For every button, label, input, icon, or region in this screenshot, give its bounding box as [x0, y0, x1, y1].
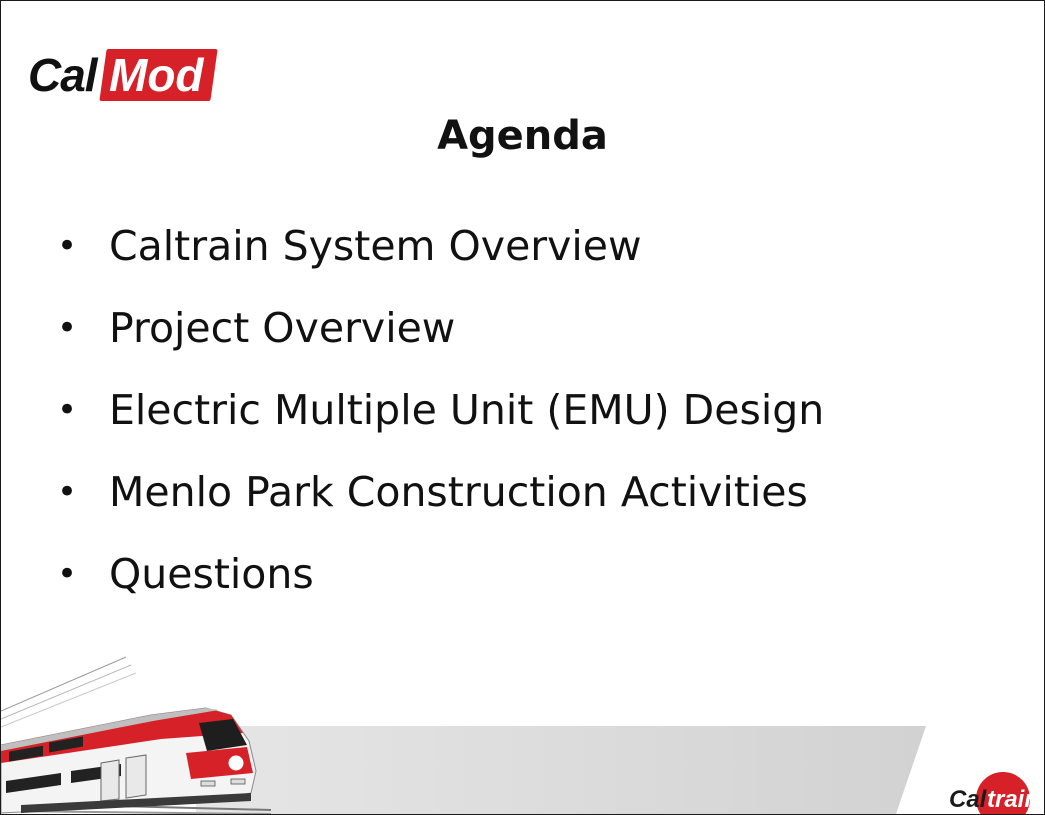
logo-mod-badge: Mod [98, 49, 217, 101]
list-item: • Project Overview [57, 287, 824, 369]
footer-band [196, 726, 926, 814]
train-illustration-icon [1, 656, 271, 814]
list-item: • Electric Multiple Unit (EMU) Design [57, 369, 824, 451]
bullet-icon: • [57, 472, 78, 512]
list-item: • Questions [57, 533, 824, 615]
bullet-icon: • [57, 390, 78, 430]
slide-title: Agenda [437, 113, 608, 159]
calmod-logo: Cal Mod [28, 49, 217, 101]
agenda-item-label: Electric Multiple Unit (EMU) Design [109, 386, 825, 434]
agenda-item-label: Caltrain System Overview [109, 222, 642, 270]
logo-cal-text: Cal [28, 49, 98, 101]
agenda-item-label: Menlo Park Construction Activities [109, 468, 808, 516]
agenda-list: • Caltrain System Overview • Project Overv… [57, 205, 824, 615]
caltrain-logo-train: train [987, 786, 1037, 813]
bullet-icon: • [57, 308, 78, 348]
list-item: • Caltrain System Overview [57, 205, 824, 287]
agenda-item-label: Questions [109, 550, 314, 598]
caltrain-logo: Cal train [949, 772, 1037, 814]
agenda-item-label: Project Overview [109, 304, 456, 352]
list-item: • Menlo Park Construction Activities [57, 451, 824, 533]
caltrain-logo-cal: Cal [949, 786, 988, 813]
bullet-icon: • [57, 226, 78, 266]
logo-mod-text: Mod [108, 49, 204, 101]
bullet-icon: • [57, 554, 78, 594]
